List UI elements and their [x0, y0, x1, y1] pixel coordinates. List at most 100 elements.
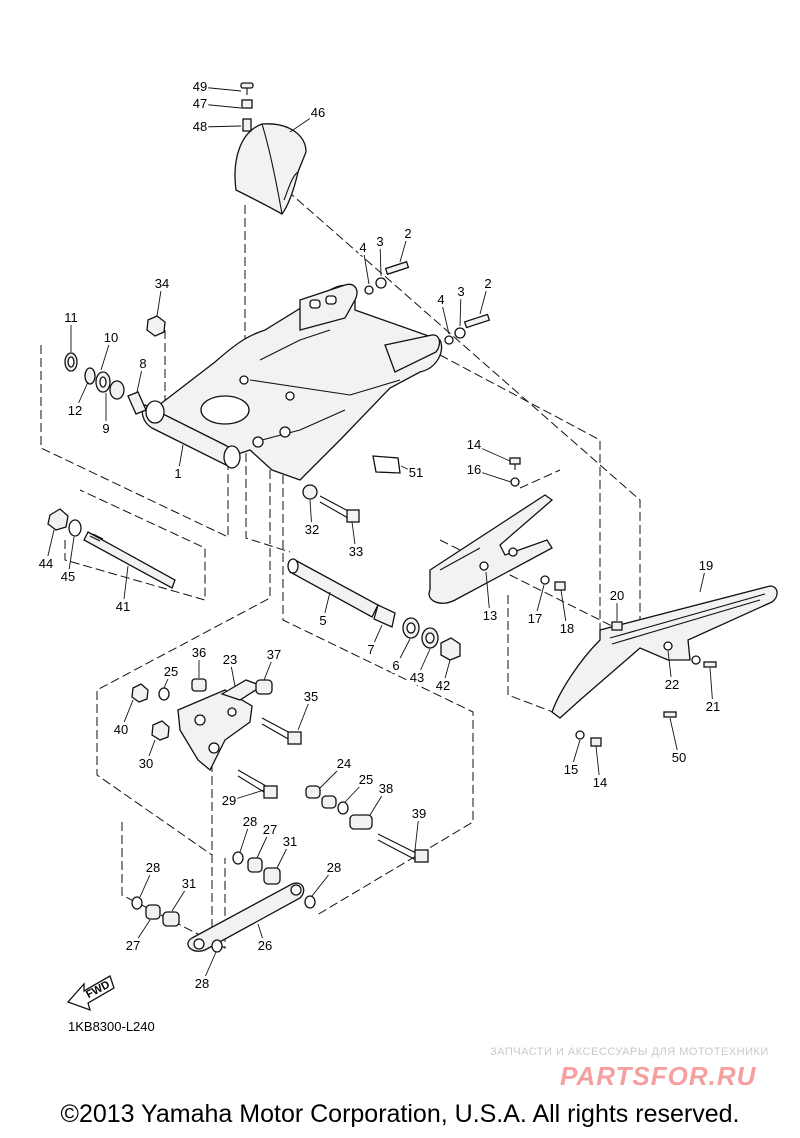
callout-bg — [241, 814, 259, 829]
callout-bg — [191, 119, 209, 134]
callout-bg — [114, 599, 132, 614]
callout-number: 41 — [116, 599, 130, 614]
callout-bg — [526, 611, 544, 626]
callout-bg — [366, 642, 376, 657]
callout-number: 9 — [102, 421, 109, 436]
parts-diagram: FWD 494748464324323411108129151141632334… — [37, 79, 778, 1091]
callout-bg — [138, 356, 148, 371]
chain-slider-13 — [428, 494, 554, 604]
callout-bg — [101, 421, 111, 436]
copyright-notice: ©2013 Yamaha Motor Corporation, U.S.A. A… — [60, 1100, 740, 1128]
watermark-brand: PARTSFOR.RU — [560, 1061, 757, 1091]
callout-number: 49 — [193, 79, 207, 94]
bearing-27-a — [247, 857, 263, 873]
bolt-set-lower — [444, 313, 491, 345]
callout-bg — [112, 722, 130, 737]
callout-bg — [456, 284, 466, 299]
callout-number: 25 — [359, 772, 373, 787]
callout-number: 4 — [437, 292, 444, 307]
callout-bg — [357, 772, 375, 787]
callout-bg — [325, 860, 343, 875]
bearings-6-7 — [373, 604, 461, 661]
callout-number: 28 — [243, 814, 257, 829]
callout-number: 50 — [672, 750, 686, 765]
callout-number: 51 — [409, 465, 423, 480]
callout-number: 2 — [404, 226, 411, 241]
nut-34 — [146, 315, 166, 337]
callout-number: 34 — [155, 276, 169, 291]
callout-bg — [335, 756, 353, 771]
callout-bg — [704, 699, 722, 714]
callout-number: 23 — [223, 652, 237, 667]
collar-31-a — [263, 867, 281, 885]
callout-number: 12 — [68, 403, 82, 418]
callout-bg — [191, 79, 209, 94]
callout-bg — [481, 608, 499, 623]
callout-bg — [562, 762, 580, 777]
callout-bg — [391, 658, 401, 673]
callout-bg — [670, 750, 688, 765]
collar-32-bolt-33 — [302, 484, 360, 523]
callout-bg — [261, 822, 279, 837]
callout-bg — [410, 806, 428, 821]
callout-number: 29 — [222, 793, 236, 808]
pivot-shaft-41 — [47, 508, 176, 589]
callout-bg — [173, 466, 183, 481]
callout-number: 13 — [483, 608, 497, 623]
callout-number: 36 — [192, 645, 206, 660]
watermark-tagline: ЗАПЧАСТИ И АКСЕССУАРЫ ДЛЯ МОТОТЕХНИКИ — [490, 1046, 769, 1058]
label-51 — [372, 455, 401, 474]
callout-bg — [302, 689, 320, 704]
callout-bg — [153, 276, 171, 291]
callout-bg — [102, 330, 120, 345]
callout-bg — [407, 465, 425, 480]
callout-bg — [377, 781, 395, 796]
nut-40 — [131, 683, 149, 703]
collar-36 — [191, 678, 207, 692]
bearing-27-b — [145, 904, 161, 920]
callout-number: 20 — [610, 588, 624, 603]
callout-number: 5 — [319, 613, 326, 628]
callout-bg — [124, 938, 142, 953]
callout-number: 6 — [392, 658, 399, 673]
callout-bg — [558, 621, 576, 636]
relay-arm-30 — [177, 689, 253, 772]
callout-number: 4 — [359, 240, 366, 255]
callout-number: 28 — [195, 976, 209, 991]
callout-bg — [465, 462, 483, 477]
chain-cover-46 — [234, 123, 307, 215]
callout-bg — [59, 569, 77, 584]
callout-number: 39 — [412, 806, 426, 821]
swingarm-1 — [141, 283, 443, 481]
callout-bg — [403, 226, 413, 241]
washer-28-d — [211, 939, 223, 953]
callout-number: 43 — [410, 670, 424, 685]
washer-25 — [158, 687, 170, 701]
callout-number: 32 — [305, 522, 319, 537]
callout-bg — [256, 938, 274, 953]
bearings-24-25 — [305, 785, 349, 815]
callout-bg — [281, 834, 299, 849]
collar-31-b — [162, 911, 180, 927]
callout-number: 27 — [263, 822, 277, 837]
callout-bg — [303, 522, 321, 537]
callout-number: 1 — [174, 466, 181, 481]
callout-number: 44 — [39, 556, 53, 571]
callout-bg — [608, 588, 626, 603]
callout-bg — [191, 96, 209, 111]
callout-number: 46 — [311, 105, 325, 120]
washer-28-c — [131, 896, 143, 910]
callout-number: 30 — [139, 756, 153, 771]
callout-number: 18 — [560, 621, 574, 636]
washer-28-a — [232, 851, 244, 865]
callout-number: 47 — [193, 96, 207, 111]
callout-bg — [63, 310, 79, 325]
collar-37 — [255, 679, 273, 695]
callout-bg — [137, 756, 155, 771]
callout-number: 24 — [337, 756, 351, 771]
callout-number: 8 — [139, 356, 146, 371]
nut-30 — [151, 720, 170, 741]
callout-number: 2 — [484, 276, 491, 291]
callout-bg — [190, 645, 208, 660]
callout-bg — [358, 240, 368, 255]
